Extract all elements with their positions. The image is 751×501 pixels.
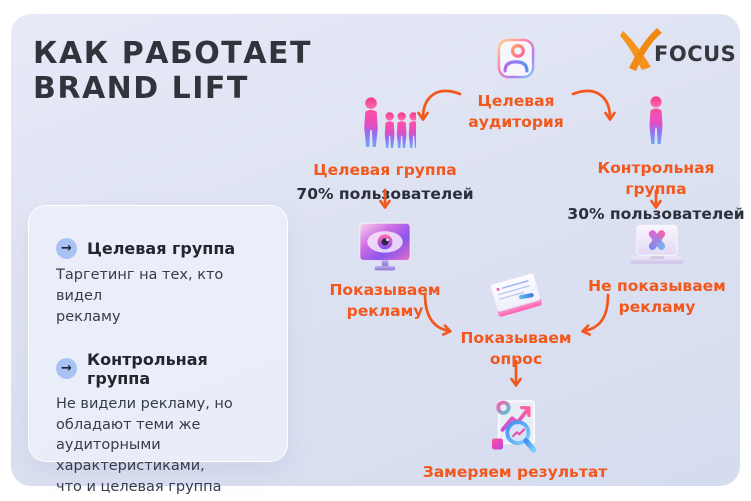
monitor-eye-icon — [357, 222, 413, 276]
node-label-no-ads: Не показываем рекламу — [588, 277, 726, 317]
node-sublabel-target-group: 70% пользователей — [296, 185, 474, 204]
page-title-line1: КАК РАБОТАЕТ — [33, 36, 312, 71]
arrow-right-icon: → — [61, 361, 72, 377]
x-swoosh-icon — [618, 26, 662, 76]
legend-item-body: Таргетинг на тех, кто видел рекламу — [56, 267, 224, 325]
legend-item-control-group: → Контрольная группа Не видели рекламу, … — [56, 350, 263, 498]
node-label-result: Замеряем результат — [422, 463, 608, 481]
legend-item-target-group: → Целевая группа Таргетинг на тех, кто в… — [56, 238, 263, 328]
node-label-target-group: Целевая группа — [313, 161, 457, 179]
flow-node-target-group: Целевая группа 70% пользователей — [296, 97, 474, 203]
flow-node-result: Замеряем результат — [420, 396, 610, 483]
legend-item-label: Контрольная группа — [87, 349, 208, 388]
flow-node-audience: Целевая аудитория — [436, 38, 596, 134]
laptop-x-icon — [628, 224, 686, 272]
page-title-line2: BRAND LIFT — [33, 71, 249, 106]
legend-item-body: Не видели рекламу, но обладают теми же а… — [56, 395, 233, 496]
arrow-circle-badge: → — [56, 238, 77, 259]
people-group-icon — [354, 97, 419, 156]
legend-item-label: Целевая группа — [87, 239, 236, 258]
logo-text: FOCUS — [654, 42, 737, 66]
page-title: КАК РАБОТАЕТ BRAND LIFT — [33, 36, 312, 106]
node-label-control-group: Контрольная группа — [597, 159, 715, 199]
arrow-circle-badge: → — [56, 358, 77, 380]
contact-card-icon — [497, 38, 535, 83]
node-label-survey: Показываем опрос — [460, 329, 572, 369]
flow-node-show-ads: Показываем рекламу — [305, 222, 465, 323]
node-label-show-ads: Показываем рекламу — [329, 281, 441, 321]
survey-notebook-icon — [486, 268, 546, 324]
node-label-audience: Целевая аудитория — [468, 92, 564, 132]
chart-magnifier-icon — [490, 396, 540, 458]
person-icon — [644, 96, 668, 150]
legend-card: → Целевая группа Таргетинг на тех, кто в… — [28, 205, 288, 495]
arrow-right-icon: → — [61, 241, 72, 256]
node-sublabel-control-group: 30% пользователей — [567, 204, 745, 223]
flow-node-no-ads: Не показываем рекламу — [577, 224, 737, 319]
focus-logo: FOCUS — [618, 26, 736, 76]
flow-node-survey: Показываем опрос — [436, 268, 596, 371]
flow-node-control-group: Контрольная группа 30% пользователей — [567, 96, 745, 223]
